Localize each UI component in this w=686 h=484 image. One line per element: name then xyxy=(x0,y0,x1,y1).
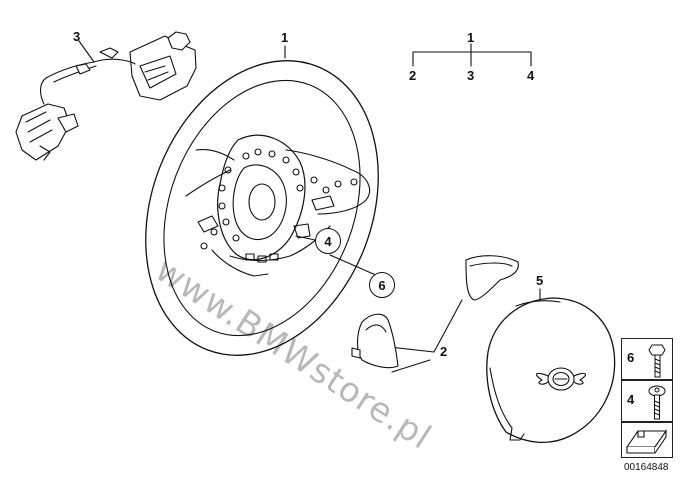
callout-tree-mid: 3 xyxy=(467,68,475,83)
circled-callout-4: 4 xyxy=(315,228,341,254)
legend-number: 6 xyxy=(627,350,635,365)
callout-trim-cover: 2 xyxy=(440,344,448,359)
hex-head-bolt-icon xyxy=(648,344,666,378)
airbag-module-drawing xyxy=(486,297,616,444)
legend-number: 4 xyxy=(627,392,635,407)
legend-item-bolt-6: 6 xyxy=(621,338,673,380)
orientation-arrow-icon xyxy=(625,429,668,454)
callout-airbag: 5 xyxy=(536,273,544,288)
legend-item-orientation xyxy=(621,422,673,458)
legend-item-bolt-4: 4 xyxy=(621,380,673,422)
trim-cover-drawing xyxy=(351,255,519,369)
steering-wheel-drawing xyxy=(145,60,379,356)
diagram-id: 00164848 xyxy=(624,462,669,473)
circled-callout-6: 6 xyxy=(369,272,395,298)
callout-tree-right: 4 xyxy=(527,68,535,83)
callout-wiring-harness: 3 xyxy=(73,29,81,44)
callout-steering-wheel: 1 xyxy=(281,30,289,45)
callout-tree-left: 2 xyxy=(409,68,417,83)
callout-tree-top: 1 xyxy=(467,30,475,45)
wiring-harness-drawing xyxy=(15,31,197,161)
torx-bolt-icon xyxy=(648,385,666,420)
